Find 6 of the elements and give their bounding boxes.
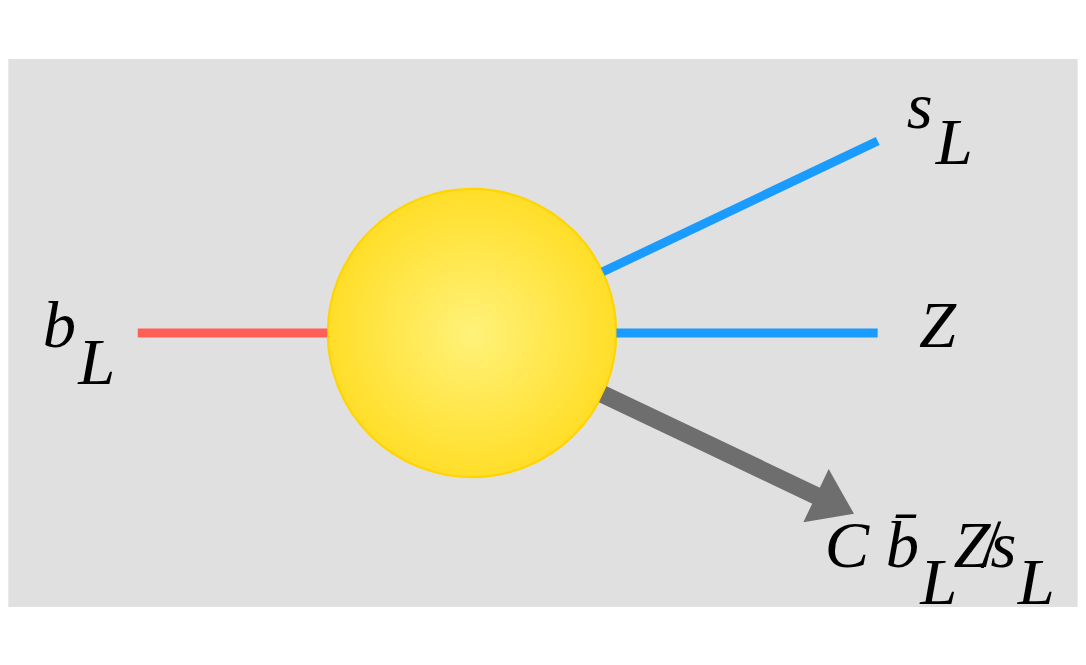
arrow: [598, 385, 854, 522]
connector: [137, 328, 328, 337]
node-circle: [326, 187, 618, 478]
connector: [616, 328, 878, 337]
connector: [600, 136, 880, 276]
node-text: Z: [919, 287, 957, 361]
